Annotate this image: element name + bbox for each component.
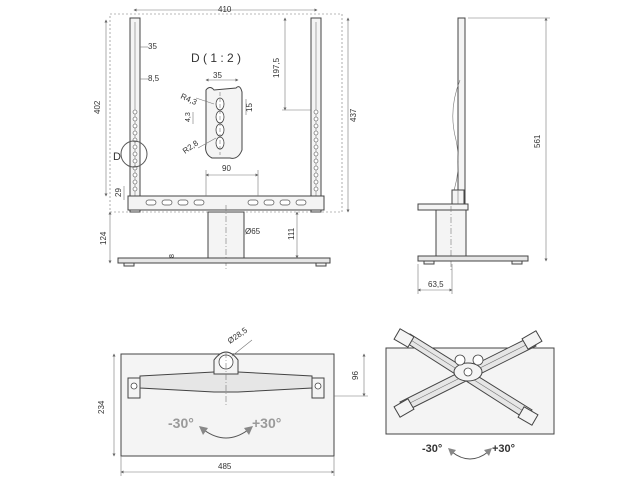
side-upright	[457, 17, 466, 205]
dim-top-offset: 197,5	[272, 57, 281, 78]
detail-d-circle	[120, 140, 148, 168]
plan-dim-width: 485	[218, 462, 232, 471]
plan-dim-side-depth: 96	[351, 371, 360, 380]
detail-dim-slot-height: 15	[245, 103, 254, 112]
dim-width-top: 410	[218, 5, 232, 14]
iso-rotation-right: +30°	[492, 443, 515, 455]
plan-rotation-arrow	[203, 429, 249, 439]
detail-view: D ( 1 : 2 ) 35 R4,3 4,3 R2,8 15	[179, 51, 254, 159]
front-view: D 410 35 8,5 402 29 197,5 437 90 Ø65 111	[93, 5, 358, 270]
side-view: 561 63,5	[417, 17, 550, 294]
plan-rotation-left: -30°	[168, 415, 194, 431]
dim-rail-offset: 35	[148, 42, 157, 51]
dim-height-left: 402	[93, 100, 102, 114]
dim-base-height: 124	[99, 231, 108, 245]
detail-dim-radius-small: R2,8	[181, 138, 200, 155]
dim-rail-width: 8,5	[148, 74, 160, 83]
iso-rotation-left: -30°	[422, 443, 442, 455]
plan-dim-depth: 234	[97, 400, 106, 414]
detail-dim-slot-small: 4,3	[185, 112, 192, 122]
dim-foot-gap: 29	[114, 188, 123, 197]
plan-rotation-right: +30°	[252, 415, 281, 431]
dim-column-diameter: Ø65	[245, 227, 261, 236]
detail-dim-radius-large: R4,3	[179, 92, 199, 108]
iso-rotation-arrow	[451, 451, 489, 460]
plan-view: -30° +30° Ø28,5 234 96 485	[97, 325, 368, 476]
detail-title: D ( 1 : 2 )	[191, 51, 241, 65]
plan-dim-knob-diameter: Ø28,5	[226, 325, 249, 345]
dim-overall-height: 437	[349, 108, 358, 122]
iso-view: -30° +30°	[385, 328, 555, 460]
detail-dim-slot-width: 35	[213, 71, 222, 80]
dim-slot-pitch: 90	[222, 164, 231, 173]
dim-column-height: 111	[287, 227, 296, 240]
dim-base-thickness: 8	[169, 254, 176, 258]
cross-bar-slots	[145, 199, 307, 206]
upright-perforations	[132, 109, 319, 192]
side-base	[417, 255, 529, 262]
detail-marker-label: D	[113, 151, 121, 163]
side-dim-overall-height: 561	[533, 134, 542, 148]
base-plate	[117, 257, 331, 264]
side-dim-offset: 63,5	[428, 280, 444, 289]
